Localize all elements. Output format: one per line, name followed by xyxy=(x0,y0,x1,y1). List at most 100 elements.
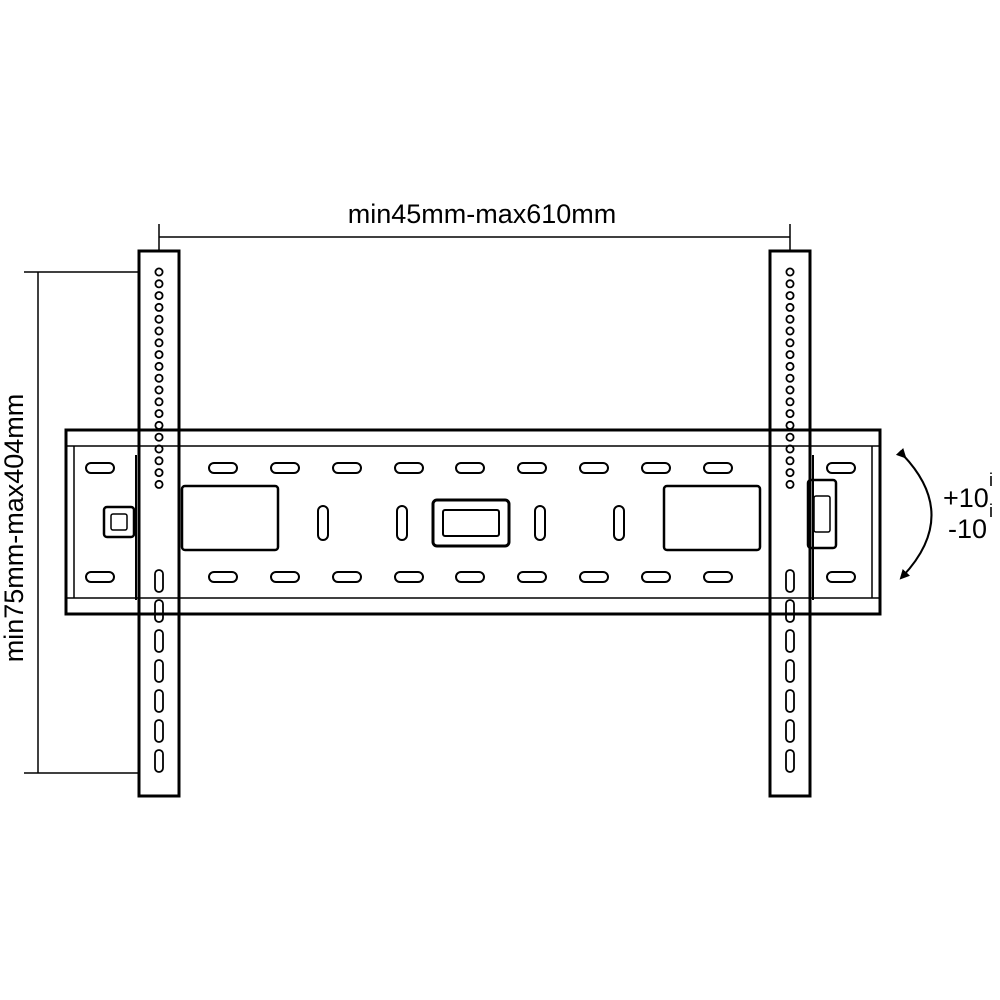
arm-round-hole xyxy=(785,420,795,430)
tilt-up-text: +10 xyxy=(943,483,989,513)
arm-slot-hole xyxy=(785,569,795,593)
arm-round-hole xyxy=(785,302,795,312)
plate-slot xyxy=(579,571,609,583)
arm-round-hole xyxy=(154,302,164,312)
arm-slot-hole xyxy=(154,629,164,653)
arm-round-hole xyxy=(785,409,795,419)
arm-round-hole xyxy=(154,409,164,419)
right-locking-knob xyxy=(806,478,838,550)
arm-round-hole xyxy=(154,361,164,371)
arm-round-hole xyxy=(154,326,164,336)
plate-slot xyxy=(85,571,115,583)
arm-slot-hole xyxy=(785,719,795,743)
arm-round-hole xyxy=(785,373,795,383)
plate-slot xyxy=(455,571,485,583)
wall-plate-outline xyxy=(64,428,882,616)
arm-round-hole xyxy=(154,397,164,407)
arm-round-hole xyxy=(785,432,795,442)
arm-slot-hole xyxy=(785,629,795,653)
arm-slot-hole xyxy=(785,749,795,773)
arm-round-hole xyxy=(785,291,795,301)
plate-slot xyxy=(455,462,485,474)
wall-plate-cutout-right xyxy=(662,484,762,552)
arm-round-hole xyxy=(154,420,164,430)
arm-slot-hole xyxy=(154,599,164,623)
arm-round-hole xyxy=(154,338,164,348)
plate-slot xyxy=(208,462,238,474)
vertical-dimension-label: min75mm-max404mm xyxy=(0,394,29,663)
left-arm-holes xyxy=(154,267,164,773)
plate-slot xyxy=(270,571,300,583)
arm-round-hole xyxy=(785,338,795,348)
right-locking-knob-cap xyxy=(813,495,831,533)
horizontal-dimension-label: min45mm-max610mm xyxy=(348,199,617,229)
left-arm-outline xyxy=(137,249,181,798)
arm-round-hole xyxy=(785,279,795,289)
arm-round-hole xyxy=(785,444,795,454)
arm-round-hole xyxy=(154,385,164,395)
arm-slot-hole xyxy=(785,659,795,683)
arm-round-hole xyxy=(154,373,164,383)
arm-round-hole xyxy=(154,279,164,289)
arm-round-hole xyxy=(785,468,795,478)
plate-slot xyxy=(579,462,609,474)
vertical-dimension xyxy=(24,271,139,774)
arm-round-hole xyxy=(154,350,164,360)
plate-slot xyxy=(826,462,856,474)
arm-round-hole xyxy=(154,314,164,324)
plate-slot xyxy=(85,462,115,474)
wall-plate-cutout-left xyxy=(180,484,280,552)
arm-round-hole xyxy=(785,314,795,324)
arm-round-hole xyxy=(785,397,795,407)
left-locking-knob xyxy=(102,505,136,539)
arm-slot-hole xyxy=(785,599,795,623)
plate-slot xyxy=(332,462,362,474)
arm-round-hole xyxy=(154,468,164,478)
right-arm xyxy=(768,249,838,798)
arm-round-hole xyxy=(785,456,795,466)
wall-plate-slots xyxy=(85,462,856,583)
wall-plate xyxy=(64,428,882,616)
tilt-up-degree-mark: i xyxy=(989,470,993,490)
plate-slot xyxy=(270,462,300,474)
plate-vertical-slot xyxy=(317,505,329,541)
plate-slot xyxy=(394,462,424,474)
tilt-down-label: -10 xyxy=(948,514,987,544)
arm-slot-hole xyxy=(154,659,164,683)
arm-round-hole xyxy=(154,479,164,489)
plate-slot xyxy=(826,571,856,583)
bubble-level xyxy=(431,498,511,548)
tilt-arrow-icon xyxy=(895,447,933,580)
arm-slot-hole xyxy=(154,569,164,593)
arm-slot-hole xyxy=(154,749,164,773)
arm-round-hole xyxy=(785,361,795,371)
plate-slot xyxy=(332,571,362,583)
plate-vertical-slot xyxy=(396,505,408,541)
right-arm-holes xyxy=(785,267,795,773)
arm-slot-hole xyxy=(154,719,164,743)
plate-slot xyxy=(703,462,733,474)
left-arm xyxy=(102,249,181,798)
arm-round-hole xyxy=(154,444,164,454)
plate-slot xyxy=(517,462,547,474)
plate-vertical-slot xyxy=(534,505,546,541)
plate-slot xyxy=(208,571,238,583)
tilt-up-label: +10 xyxy=(943,483,989,513)
arm-round-hole xyxy=(154,432,164,442)
arm-slot-hole xyxy=(785,689,795,713)
plate-slot xyxy=(703,571,733,583)
arm-round-hole xyxy=(785,350,795,360)
tilt-down-degree-mark: i xyxy=(989,501,993,521)
arm-round-hole xyxy=(154,456,164,466)
plate-slot xyxy=(394,571,424,583)
arm-round-hole xyxy=(785,326,795,336)
plate-slot xyxy=(517,571,547,583)
plate-slot xyxy=(641,571,671,583)
plate-slot xyxy=(641,462,671,474)
arm-slot-hole xyxy=(154,689,164,713)
left-locking-knob-cap xyxy=(110,513,128,531)
plate-vertical-slot xyxy=(613,505,625,541)
arm-round-hole xyxy=(785,479,795,489)
